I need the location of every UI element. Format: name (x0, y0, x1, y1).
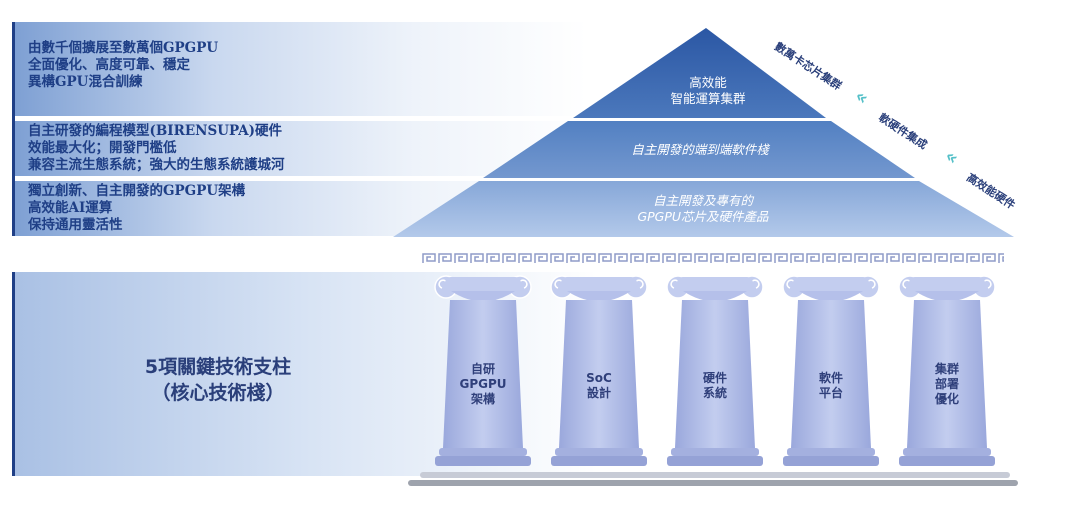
pillar-5-capital (909, 277, 985, 291)
pyramid-top-line-2: 智能運算集群 (670, 91, 746, 106)
greek-key-frieze (422, 252, 1004, 264)
pillar-5-line-3: 優化 (934, 392, 959, 406)
pyramid-bottom-line-1: 自主開發及專有的 (652, 193, 754, 208)
band-2-bg (12, 121, 587, 176)
pillar-1-shaft (443, 300, 523, 448)
pillar-3-line-2: 系統 (702, 386, 727, 400)
band-1-line-1: 由數千個擴展至數萬個GPGPU (28, 40, 219, 56)
pillar-1-line-2: GPGPU (459, 377, 507, 391)
columns-group (434, 275, 996, 466)
pillars-accent-bar (12, 272, 15, 476)
pillar-1-base-lower (435, 456, 531, 466)
pillar-1-line-3: 架構 (470, 392, 495, 406)
pyramid-middle-label: 自主開發的端到端軟件棧 (631, 142, 769, 158)
pillar-3-echinus (683, 291, 747, 302)
pillar-5-label: 集群 部署 優化 (902, 362, 992, 407)
temple-base-top (420, 472, 1010, 478)
pillar-3-shaft (675, 300, 755, 448)
pillars-title-line-2: （核心技術棧） (151, 382, 285, 404)
pillar-2-echinus (567, 291, 631, 302)
pillar-5-shaft (907, 300, 987, 448)
pillar-4-base-upper (787, 448, 875, 456)
band-1-bg (12, 22, 587, 116)
band-1-line-3: 異構GPU混合訓練 (28, 74, 143, 90)
pillar-3-label: 硬件 系統 (670, 371, 760, 401)
band-2-line-3: 兼容主流生態系統；強大的生態系統護城河 (28, 157, 285, 173)
pillar-5-base-lower (899, 456, 995, 466)
pillar-2-line-2: 設計 (586, 386, 611, 400)
band-accent-bar (12, 22, 15, 236)
pillar-5-line-2: 部署 (934, 377, 959, 391)
pillars-title: 5項關鍵技術支柱 （核心技術棧） (28, 354, 408, 406)
band-3-line-2: 高效能AI運算 (28, 200, 113, 216)
pillar-4-base-lower (783, 456, 879, 466)
pillar-3-capital (677, 277, 753, 291)
pyramid-bottom-label: 自主開發及專有的 GPGPU芯片及硬件產品 (637, 193, 768, 225)
pillar-1-base-upper (439, 448, 527, 456)
pillar-4-echinus (799, 291, 863, 302)
pillar-1-label: 自研 GPGPU 架構 (438, 362, 528, 407)
pillar-4-shaft (791, 300, 871, 448)
pillar-5-echinus (915, 291, 979, 302)
pillar-2-shaft (559, 300, 639, 448)
pillar-4-capital (793, 277, 869, 291)
pillars-title-line-1: 5項關鍵技術支柱 (144, 356, 292, 378)
pillar-1-capital (445, 277, 521, 291)
pillar-4-line-1: 軟件 (818, 371, 843, 385)
pillar-3-line-1: 硬件 (702, 371, 727, 385)
pillar-2-base-upper (555, 448, 643, 456)
pillar-2-label: SoC 設計 (554, 371, 644, 401)
pillar-4-label: 軟件 平台 (786, 371, 876, 401)
pillar-4-line-2: 平台 (818, 386, 843, 400)
pillar-2-base-lower (551, 456, 647, 466)
band-2-line-1: 自主研發的編程模型(BIRENSUPA)硬件 (28, 123, 283, 139)
pyramid-top-tier (573, 28, 826, 118)
band-1-text: 由數千個擴展至數萬個GPGPU 全面優化、高度可靠、穩定 異構GPU混合訓練 (28, 40, 218, 91)
pillar-1-line-1: 自研 (470, 362, 495, 376)
pillar-5-line-1: 集群 (934, 362, 959, 376)
pillar-2-line-1: SoC (586, 371, 612, 385)
pyramid-bottom-tier (393, 181, 1014, 237)
pyramid-top-line-1: 高效能 (689, 75, 727, 90)
band-2-text: 自主研發的編程模型(BIRENSUPA)硬件 效能最大化；開發門檻低 兼容主流生… (28, 123, 285, 174)
band-2-line-2: 效能最大化；開發門檻低 (28, 140, 177, 156)
band-3-text: 獨立創新、自主開發的GPGPU架構 高效能AI運算 保持通用靈活性 (28, 183, 245, 234)
temple-base-bottom (408, 480, 1018, 486)
pyramid-top-label: 高效能 智能運算集群 (670, 75, 745, 107)
band-3-line-1: 獨立創新、自主開發的GPGPU架構 (28, 183, 246, 199)
pillar-5-base-upper (903, 448, 991, 456)
pillar-3-base-upper (671, 448, 759, 456)
pyramid-middle-line-1: 自主開發的端到端軟件棧 (631, 142, 769, 157)
pillar-2-capital (561, 277, 637, 291)
pyramid-bottom-line-2: GPGPU芯片及硬件產品 (637, 209, 769, 224)
pyramid-middle-tier (483, 121, 915, 178)
band-1-line-2: 全面優化、高度可靠、穩定 (28, 57, 190, 73)
pillar-3-base-lower (667, 456, 763, 466)
pillar-1-echinus (451, 291, 515, 302)
band-3-line-3: 保持通用靈活性 (28, 217, 123, 233)
